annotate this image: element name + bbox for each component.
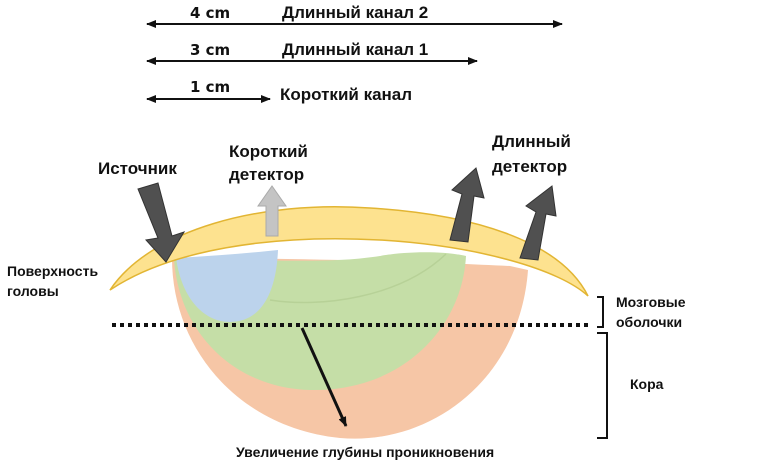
channel-label: Длинный канал 1 <box>282 40 428 59</box>
long-detector-label: детектор <box>492 157 567 176</box>
depth-label: Увеличение глубины проникновения <box>236 444 494 460</box>
distance-label: 4 cm <box>190 4 230 22</box>
long-detector-label: Длинный <box>492 132 571 151</box>
cortex-bracket <box>597 332 608 439</box>
depth-arrow <box>300 327 348 427</box>
short-detector-arrow <box>257 185 287 237</box>
short-detector-label: Короткий <box>229 142 308 161</box>
short-detector-label: детектор <box>229 165 304 184</box>
source-arrow <box>137 182 186 263</box>
scale-row-short: 1 cm Короткий канал <box>146 78 412 104</box>
long-detector-arrow-2 <box>519 185 557 261</box>
head-surface-label: головы <box>7 283 59 299</box>
meninges-label: Мозговые <box>616 294 686 310</box>
cortex-label: Кора <box>630 376 664 392</box>
green-inner-edge <box>269 253 447 304</box>
channel-label: Длинный канал 2 <box>282 3 428 22</box>
head-surface-label: Поверхность <box>7 263 98 279</box>
short-channel-region <box>176 250 278 322</box>
scale-row-long1: 3 cm Длинный канал 1 <box>146 40 478 65</box>
scale-row-long2: 4 cm Длинный канал 2 <box>146 3 563 28</box>
source-label: Источник <box>98 159 177 178</box>
long-detector-arrow-1 <box>449 167 485 243</box>
meninges-label: оболочки <box>616 314 682 330</box>
distance-label: 1 cm <box>190 78 230 96</box>
meninges-bracket <box>597 296 604 328</box>
channel-label: Короткий канал <box>280 85 412 104</box>
distance-label: 3 cm <box>190 41 230 59</box>
